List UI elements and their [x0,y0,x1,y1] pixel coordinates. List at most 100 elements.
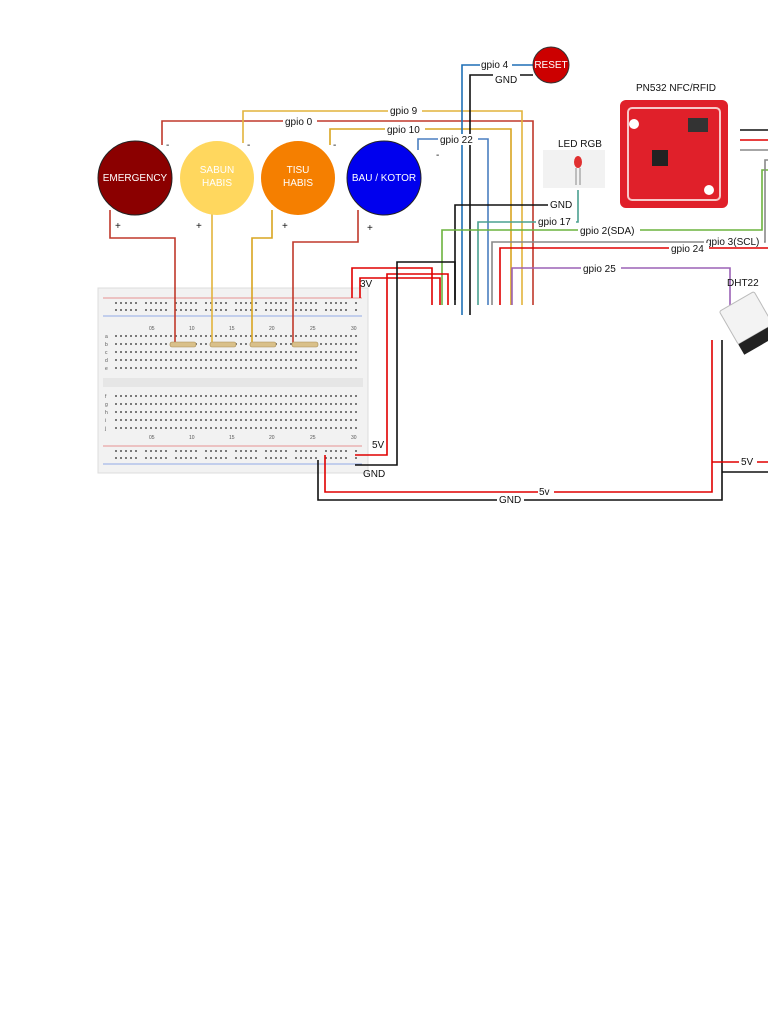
breadboard-hole [165,309,167,311]
breadboard-hole [270,457,272,459]
breadboard-hole [265,450,267,452]
breadboard-hole [255,309,257,311]
breadboard-hole [135,351,137,353]
breadboard-hole [225,335,227,337]
breadboard-hole [340,450,342,452]
tisu-label-line1: TISU [287,165,310,176]
breadboard-hole [275,450,277,452]
breadboard-hole [310,419,312,421]
breadboard-hole [270,335,272,337]
wire-5v-bus [324,340,713,493]
breadboard-hole [210,457,212,459]
breadboard-hole [135,457,137,459]
breadboard-hole [195,395,197,397]
breadboard-hole [290,359,292,361]
breadboard-hole [185,359,187,361]
breadboard-hole [180,335,182,337]
led-bulb [574,156,582,168]
breadboard-hole [130,427,132,429]
breadboard-hole [205,343,207,345]
label-3v: 3V [360,279,373,290]
breadboard-hole [175,367,177,369]
breadboard: 05 10 15 20 25 30 05 10 15 20 25 30 a b … [97,287,369,474]
breadboard-hole [330,395,332,397]
breadboard-hole [270,302,272,304]
breadboard-hole [130,367,132,369]
label-gpio10: gpio 10 [387,125,420,136]
breadboard-hole [315,411,317,413]
breadboard-hole [325,411,327,413]
breadboard-hole [165,343,167,345]
breadboard-hole [285,411,287,413]
breadboard-hole [115,395,117,397]
breadboard-hole [340,335,342,337]
breadboard-hole [215,351,217,353]
breadboard-hole [350,351,352,353]
breadboard-hole [150,309,152,311]
label-bg [581,263,621,274]
breadboard-hole [300,450,302,452]
bau-kotor-button[interactable]: BAU / KOTOR [346,140,422,216]
breadboard-hole [135,411,137,413]
breadboard-hole [130,403,132,405]
breadboard-hole [240,411,242,413]
breadboard-hole [325,419,327,421]
wire-gpio25 [511,267,731,325]
breadboard-hole [320,395,322,397]
breadboard-hole [305,427,307,429]
breadboard-hole [325,351,327,353]
breadboard-hole [295,351,297,353]
breadboard-hole [155,457,157,459]
breadboard-hole [245,343,247,345]
breadboard-hole [165,411,167,413]
breadboard-hole [315,367,317,369]
breadboard-hole [350,359,352,361]
breadboard-hole [140,395,142,397]
breadboard-hole [145,395,147,397]
breadboard-hole [125,343,127,345]
breadboard-hole [315,302,317,304]
resistor [291,341,319,348]
breadboard-hole [280,309,282,311]
breadboard-hole [170,411,172,413]
breadboard-hole [280,367,282,369]
breadboard-hole [195,450,197,452]
breadboard-hole [140,419,142,421]
breadboard-holes [115,302,357,459]
tisu-habis-button[interactable]: TISU HABIS [261,141,335,215]
breadboard-hole [325,457,327,459]
breadboard-hole [155,335,157,337]
breadboard-hole [255,419,257,421]
breadboard-hole [290,395,292,397]
breadboard-hole [155,367,157,369]
breadboard-hole [145,335,147,337]
breadboard-hole [345,411,347,413]
nfc-label: PN532 NFC/RFID [636,83,716,94]
emergency-button[interactable]: EMERGENCY [97,140,173,216]
tisu-label-line2: HABIS [283,178,313,189]
col-number: 05 [149,435,155,441]
breadboard-hole [165,403,167,405]
breadboard-hole [115,351,117,353]
sabun-habis-button[interactable]: SABUN HABIS [180,141,254,215]
breadboard-hole [175,450,177,452]
breadboard-hole [115,367,117,369]
breadboard-hole [220,419,222,421]
breadboard-hole [295,411,297,413]
breadboard-hole [290,419,292,421]
breadboard-hole [200,335,202,337]
breadboard-hole [310,359,312,361]
breadboard-hole [145,302,147,304]
breadboard-hole [345,302,347,304]
wire-gpio9 [242,110,523,305]
wire-gpio24 [499,247,768,305]
breadboard-hole [150,395,152,397]
breadboard-hole [345,403,347,405]
reset-button[interactable]: RESET [532,46,570,84]
breadboard-hole [340,395,342,397]
breadboard-hole [170,403,172,405]
breadboard-hole [225,411,227,413]
breadboard-hole [310,335,312,337]
breadboard-hole [240,450,242,452]
breadboard-hole [225,419,227,421]
